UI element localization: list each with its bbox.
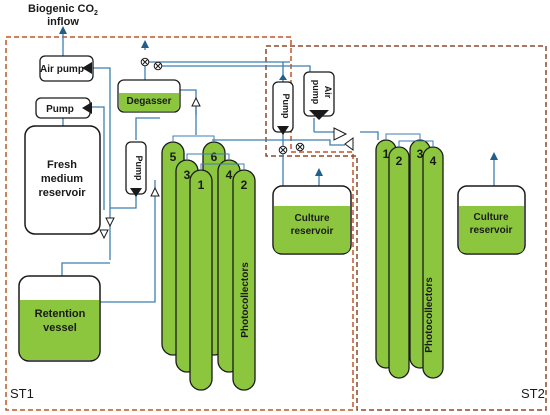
culture-reservoir-st2-label-2: reservoir <box>470 225 513 236</box>
photocollectors-st1: 5 6 3 4 1 2 <box>161 135 256 391</box>
culture-reservoir-st2: Culture reservoir <box>457 185 526 255</box>
pump-st1-label: Pump <box>46 104 74 115</box>
air-pump-vertical-label-2: pump <box>311 80 321 105</box>
tube-st2-4-number: 4 <box>430 154 437 168</box>
tube-st1-2-number: 2 <box>241 178 248 192</box>
culture-reservoir-st2-label-1: Culture <box>474 212 509 223</box>
tube-st1-2: 2 <box>232 169 256 391</box>
tube-st2-1-number: 1 <box>383 147 390 161</box>
air-pump-vertical-label-1: Air <box>323 86 333 99</box>
pump-st1: Pump <box>35 97 92 119</box>
manifold-loop <box>172 135 215 142</box>
degasser: Degasser <box>117 79 181 113</box>
photocollectors-st1-label: Photocollectors <box>240 262 251 338</box>
culture-reservoir-st1: Culture reservoir <box>272 185 352 255</box>
pump-vertical-mid-label: Pump <box>281 93 291 119</box>
st1-boundary <box>5 36 354 411</box>
retention-vessel: Retention vessel <box>18 275 101 362</box>
tube-st1-3-number: 3 <box>184 168 191 182</box>
air-pump-st1-label: Air pump <box>40 64 84 75</box>
co2-inflow-label: Biogenic CO2 <box>28 3 98 17</box>
st1-label: ST1 <box>10 386 34 401</box>
fresh-reservoir-label-1: Fresh <box>47 159 77 171</box>
photocollectors-st2: 1 32 4 <box>375 133 444 379</box>
tube-st1-1-number: 1 <box>198 178 205 192</box>
pump-vertical-st1: Pump <box>125 141 147 197</box>
fresh-reservoir-label-3: reservoir <box>38 187 86 199</box>
st2-label: ST2 <box>521 386 545 401</box>
culture-reservoir-st1-label-2: reservoir <box>291 226 334 237</box>
fresh-reservoir-label-2: medium <box>41 173 83 185</box>
culture-reservoir-st1-label-1: Culture <box>295 213 330 224</box>
tube-st1-4-number: 4 <box>226 168 233 182</box>
photocollectors-st2-label: Photocollectors <box>424 277 435 353</box>
tube-st2-3-number: 3 <box>417 147 424 161</box>
pump-vertical-st1-label: Pump <box>134 155 144 181</box>
valves <box>140 57 305 155</box>
manifold-loop <box>398 140 434 147</box>
degasser-label: Degasser <box>126 96 171 107</box>
air-pump-vertical-st2: Air pump <box>303 71 335 120</box>
pump-vertical-mid: Pump <box>272 81 294 135</box>
manifold-loop <box>385 133 421 140</box>
air-pump-st1: Air pump <box>39 55 94 82</box>
tube-st2-4: 4 <box>422 146 444 379</box>
vent-arrows <box>59 26 498 176</box>
tube-st2-2: 2 <box>388 146 410 379</box>
st2-boundary <box>265 45 547 411</box>
manifold-loop <box>200 163 245 170</box>
tube-st2-2-number: 2 <box>396 154 403 168</box>
manifold-loop <box>186 153 230 160</box>
retention-label-1: Retention <box>35 308 86 320</box>
tube-st1-1: 1 <box>189 169 213 391</box>
fresh-medium-reservoir: Fresh medium reservoir <box>24 125 101 235</box>
co2-inflow-label-2: inflow <box>47 16 79 28</box>
check-valves <box>99 96 354 240</box>
tube-st1-5-number: 5 <box>170 150 177 164</box>
tube-st1-6-number: 6 <box>211 150 218 164</box>
retention-label-2: vessel <box>43 322 77 334</box>
